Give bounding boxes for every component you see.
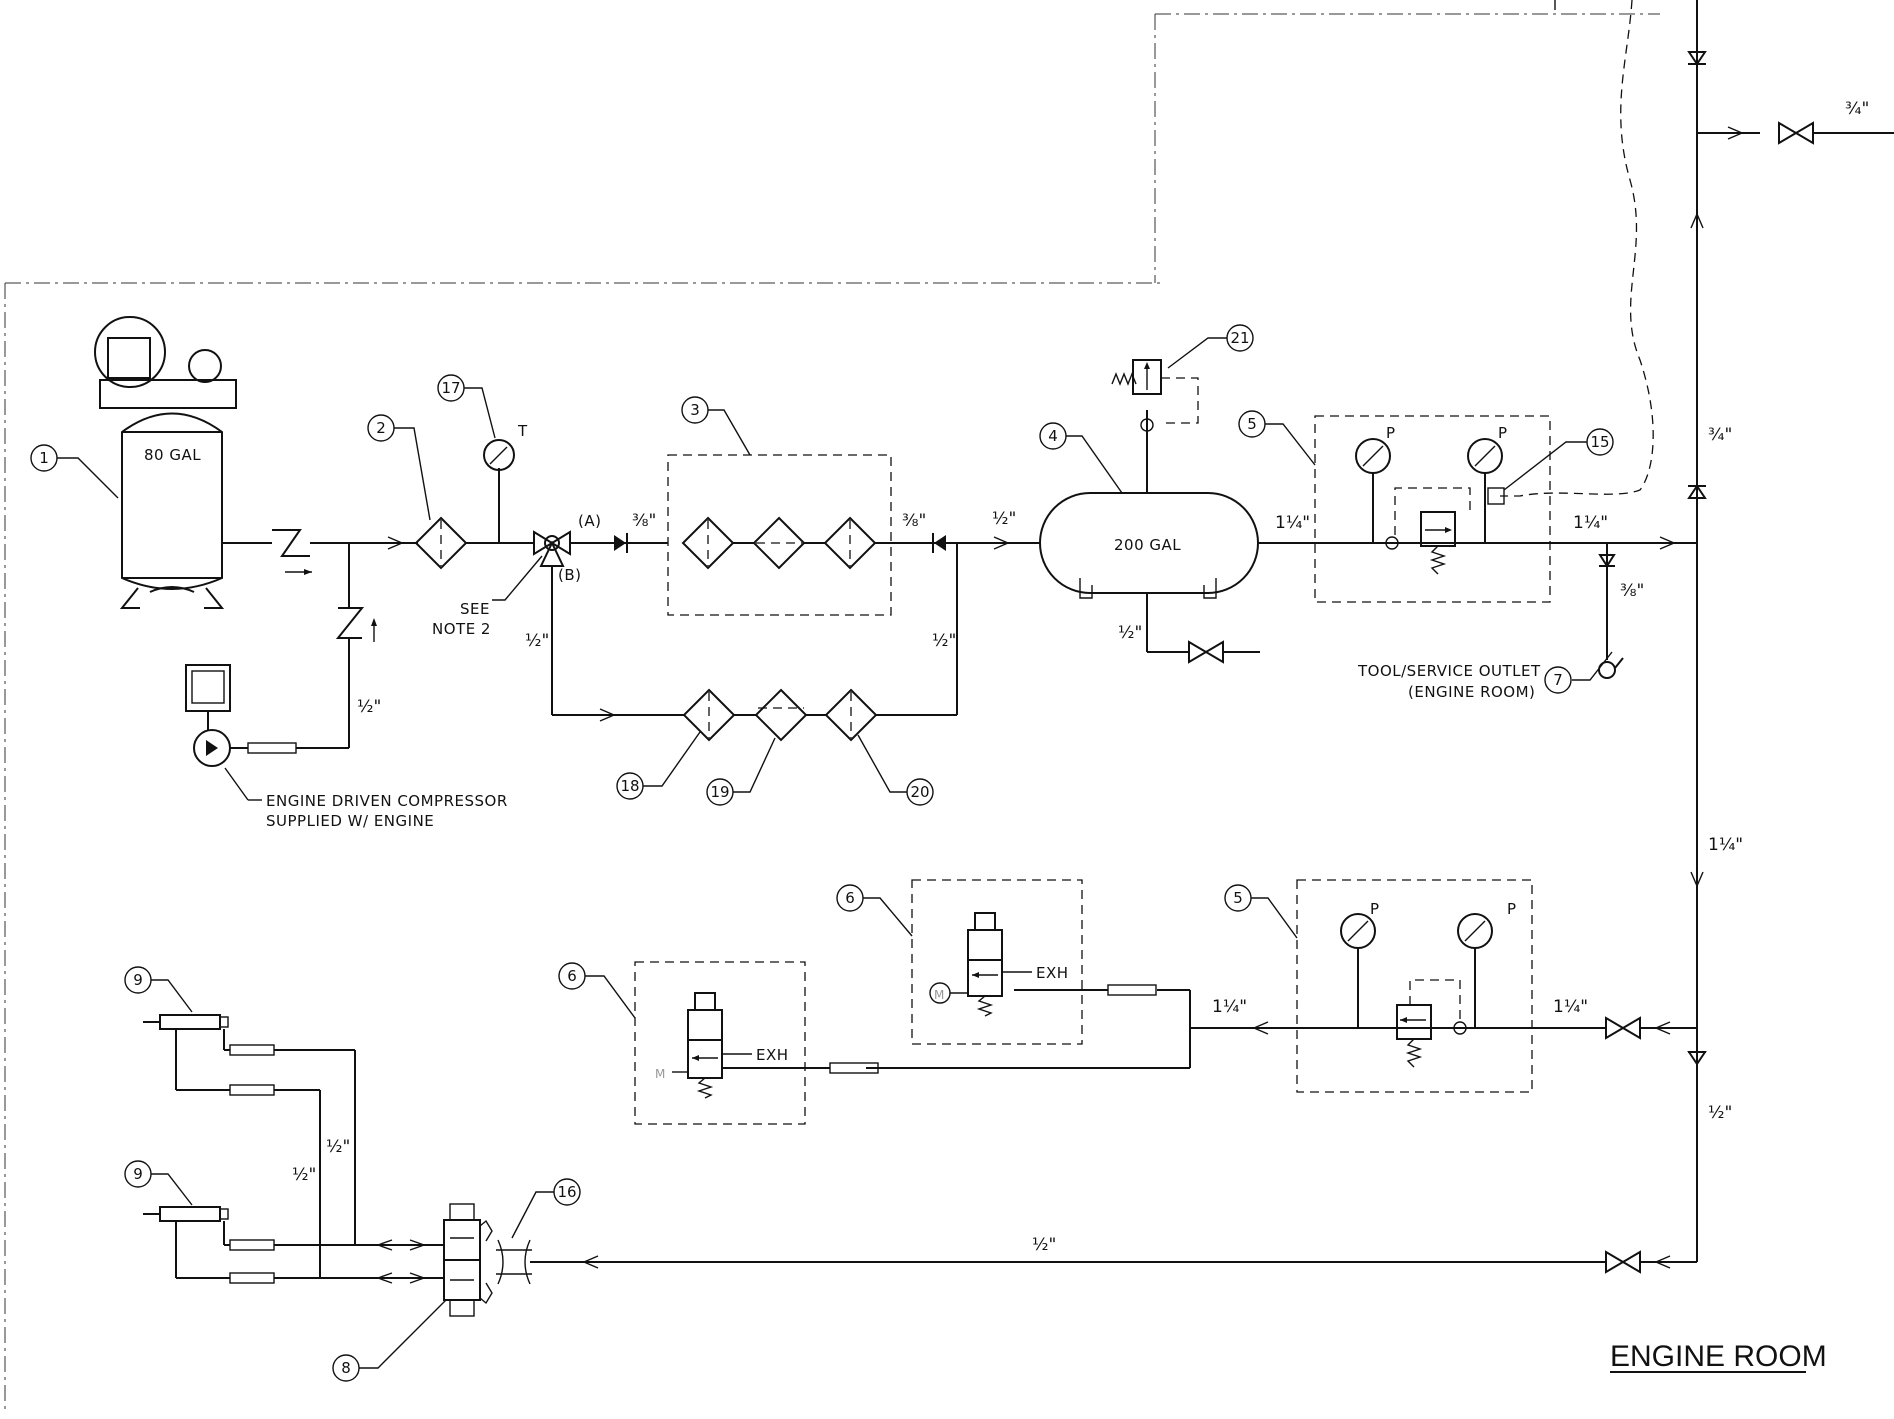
callout-21: 21 <box>1167 324 1254 369</box>
gauge-p-label: P <box>1507 900 1517 918</box>
tool-outlet-line1: TOOL/SERVICE OUTLET <box>1357 662 1541 680</box>
svg-text:18: 18 <box>620 777 639 795</box>
gauge-p-label: P <box>1370 900 1380 918</box>
callout-2: 2 <box>367 414 431 521</box>
filter-2: T <box>414 422 534 570</box>
drawing-title: ENGINE ROOM <box>1610 1340 1827 1373</box>
motor-label: M <box>934 988 945 1002</box>
svg-text:21: 21 <box>1230 329 1249 347</box>
gauge-p-label: P <box>1498 424 1508 442</box>
gauge-p-label: P <box>1386 424 1396 442</box>
callouts: 1 2 17 3 4 21 5 15 7 18 19 20 6 5 6 9 9 … <box>30 324 1614 1382</box>
port-a-label: (A) <box>578 512 601 530</box>
svg-text:1: 1 <box>39 449 49 467</box>
main-air-line: ENGINE DRIVEN COMPRESSOR SUPPLIED W/ ENG… <box>185 529 508 830</box>
size-label: 1¼" <box>1573 513 1608 533</box>
size-label: ½" <box>1032 1235 1056 1255</box>
svg-text:15: 15 <box>1590 433 1609 451</box>
regulator-assembly-lower: 1¼" P P 1¼" <box>866 879 1697 1093</box>
solenoid-valve-6-lower: EXH M <box>634 961 879 1125</box>
callout-1: 1 <box>30 444 119 499</box>
svg-text:9: 9 <box>133 971 143 989</box>
gauge-t-label: T <box>517 422 528 440</box>
size-label: ½" <box>1118 623 1142 643</box>
svg-text:6: 6 <box>845 889 855 907</box>
svg-text:3: 3 <box>690 401 700 419</box>
exh-label: EXH <box>756 1046 789 1064</box>
svg-text:20: 20 <box>910 783 929 801</box>
callout-6-lower: 6 <box>558 962 636 1019</box>
compressor-note-line1: ENGINE DRIVEN COMPRESSOR <box>266 792 508 810</box>
callout-3: 3 <box>681 396 751 456</box>
callout-4: 4 <box>1039 422 1123 494</box>
svg-text:17: 17 <box>441 379 460 397</box>
svg-text:4: 4 <box>1048 427 1058 445</box>
callout-8: 8 <box>332 1299 447 1382</box>
svg-text:2: 2 <box>376 419 386 437</box>
see-note-line2: NOTE 2 <box>432 620 491 638</box>
solenoid-valve-6-upper: EXH M <box>911 879 1157 1045</box>
callout-15: 15 <box>1503 428 1614 491</box>
callout-7: 7 <box>1544 666 1572 694</box>
callout-19: 19 <box>706 737 776 806</box>
svg-text:6: 6 <box>567 967 577 985</box>
svg-text:16: 16 <box>557 1183 576 1201</box>
size-label: 1¼" <box>1708 835 1743 855</box>
svg-text:9: 9 <box>133 1165 143 1183</box>
main-riser: ¾" ¾" 1¼" ½" <box>1640 0 1894 1263</box>
motor-label: M <box>655 1067 666 1081</box>
size-label: ⅜" <box>902 511 926 531</box>
callout-16: 16 <box>511 1178 581 1239</box>
callout-6-upper: 6 <box>836 884 913 937</box>
upper-filter-line: ⅜" ⅜" ½" ½" <box>570 454 1040 715</box>
size-label: ¾" <box>1708 425 1732 445</box>
size-label: 1¼" <box>1553 997 1588 1017</box>
port-b-label: (B) <box>558 566 582 584</box>
size-label: 1¼" <box>1275 513 1310 533</box>
regulator-assembly-upper: 1¼" P P 1¼" <box>1258 415 1697 603</box>
size-label: ½" <box>326 1137 350 1157</box>
callout-5-upper: 5 <box>1238 410 1316 466</box>
size-label: ½" <box>932 631 956 651</box>
tool-service-outlet: ⅜" TOOL/SERVICE OUTLET (ENGINE ROOM) <box>1357 543 1644 701</box>
size-label: 1¼" <box>1212 997 1247 1017</box>
size-label: ½" <box>525 631 549 651</box>
tank-80-gal-label: 80 GAL <box>144 446 201 464</box>
compressor-note-line2: SUPPLIED W/ ENGINE <box>266 812 434 830</box>
size-label: ½" <box>357 697 381 717</box>
drawing-boundaries <box>4 0 1660 1410</box>
callout-20: 20 <box>857 734 934 806</box>
size-label: ½" <box>1708 1103 1732 1123</box>
receiver-tank-200gal: 200 GAL ½" <box>1039 359 1260 664</box>
size-label: ¾" <box>1845 99 1869 119</box>
callout-5-lower: 5 <box>1224 884 1298 939</box>
size-label: ½" <box>292 1165 316 1185</box>
bypass-filter-line: ½" <box>525 566 957 742</box>
exh-label: EXH <box>1036 964 1069 982</box>
size-label: ⅜" <box>1620 581 1644 601</box>
callout-9-lower: 9 <box>124 1160 193 1206</box>
bottom-control-line: ½" <box>375 1203 1671 1317</box>
tool-outlet-line2: (ENGINE ROOM) <box>1408 683 1535 701</box>
air-compressor-80gal: 80 GAL <box>94 316 237 609</box>
svg-text:5: 5 <box>1233 889 1243 907</box>
see-note-line1: SEE <box>460 600 490 618</box>
cylinders-9: ½" ½" <box>143 1014 380 1284</box>
svg-text:7: 7 <box>1553 671 1563 689</box>
engine-room-title: ENGINE ROOM <box>1610 1340 1827 1373</box>
tank-200-gal-label: 200 GAL <box>1114 536 1181 554</box>
svg-text:8: 8 <box>341 1359 351 1377</box>
size-label: ½" <box>992 509 1016 529</box>
callout-9-upper: 9 <box>124 966 193 1013</box>
size-label: ⅜" <box>632 511 656 531</box>
callout-17: 17 <box>437 374 496 439</box>
svg-text:19: 19 <box>710 783 729 801</box>
svg-text:5: 5 <box>1247 415 1257 433</box>
callout-18: 18 <box>616 731 701 800</box>
three-way-valve: (A) (B) SEE NOTE 2 <box>432 512 601 638</box>
